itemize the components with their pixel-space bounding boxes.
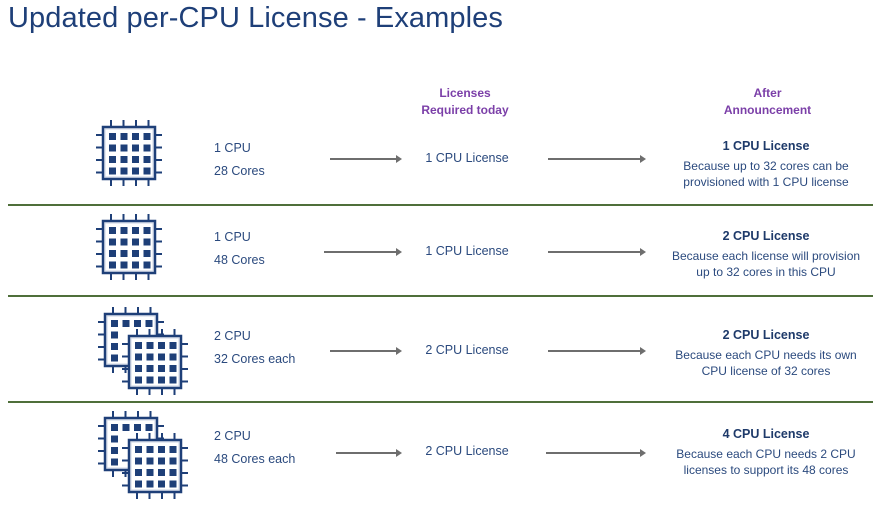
explanation-line: Because up to 32 cores can be [683,159,849,173]
cpu-count: 2 CPU [214,329,251,343]
core-count: 32 Cores each [214,352,296,366]
header-line: After [753,86,782,100]
core-count: 48 Cores each [214,452,296,466]
cpu-config: 1 CPU 28 Cores [214,137,265,183]
license-required-today: 1 CPU License [425,244,509,258]
header-after-announcement: After Announcement [700,85,835,119]
after-license-title: 2 CPU License [722,328,810,342]
header-line: Announcement [723,103,812,117]
arrow-to-today-icon [330,155,402,163]
cpu-count: 1 CPU [214,230,251,244]
header-licenses-today: Licenses Required today [400,85,530,119]
explanation-line: Because each CPU needs 2 CPU [676,447,856,461]
explanation-line: licenses to support its 48 cores [683,463,849,477]
single-cpu-chip-icon [94,118,164,193]
arrow-to-after-icon [548,347,646,355]
license-required-today: 2 CPU License [425,444,509,458]
cpu-config: 2 CPU 32 Cores each [214,325,295,371]
arrow-to-after-icon [546,449,646,457]
header-line: Licenses [439,86,491,100]
after-license-title: 2 CPU License [722,229,810,243]
arrow-to-after-icon [548,155,646,163]
dual-cpu-chip-icon [96,409,196,506]
core-count: 28 Cores [214,164,265,178]
explanation-line: up to 32 cores in this CPU [696,265,836,279]
explanation-line: Because each CPU needs its own [675,348,857,362]
explanation-line: provisioned with 1 CPU license [683,175,849,189]
cpu-count: 1 CPU [214,141,251,155]
single-cpu-chip-icon [94,212,164,287]
after-license-explanation: Because each license will provision up to… [650,248,882,280]
core-count: 48 Cores [214,253,265,267]
cpu-config: 1 CPU 48 Cores [214,226,265,272]
cpu-config: 2 CPU 48 Cores each [214,425,295,471]
after-license-title: 1 CPU License [722,139,810,153]
page-title: Updated per-CPU License - Examples [8,2,504,34]
arrow-to-after-icon [548,248,646,256]
row-divider [8,295,873,297]
arrow-to-today-icon [336,449,402,457]
cpu-count: 2 CPU [214,429,251,443]
explanation-line: Because each license will provision [671,249,861,263]
arrow-to-today-icon [324,248,402,256]
header-line: Required today [421,103,509,117]
license-required-today: 2 CPU License [425,343,509,357]
after-license-title: 4 CPU License [722,427,810,441]
after-license-explanation: Because each CPU needs 2 CPU licenses to … [650,446,882,478]
row-divider [8,204,873,206]
dual-cpu-chip-icon [96,305,196,402]
explanation-line: CPU license of 32 cores [701,364,831,378]
after-license-explanation: Because up to 32 cores can be provisioned… [650,158,882,190]
license-required-today: 1 CPU License [425,151,509,165]
arrow-to-today-icon [330,347,402,355]
row-divider [8,401,873,403]
